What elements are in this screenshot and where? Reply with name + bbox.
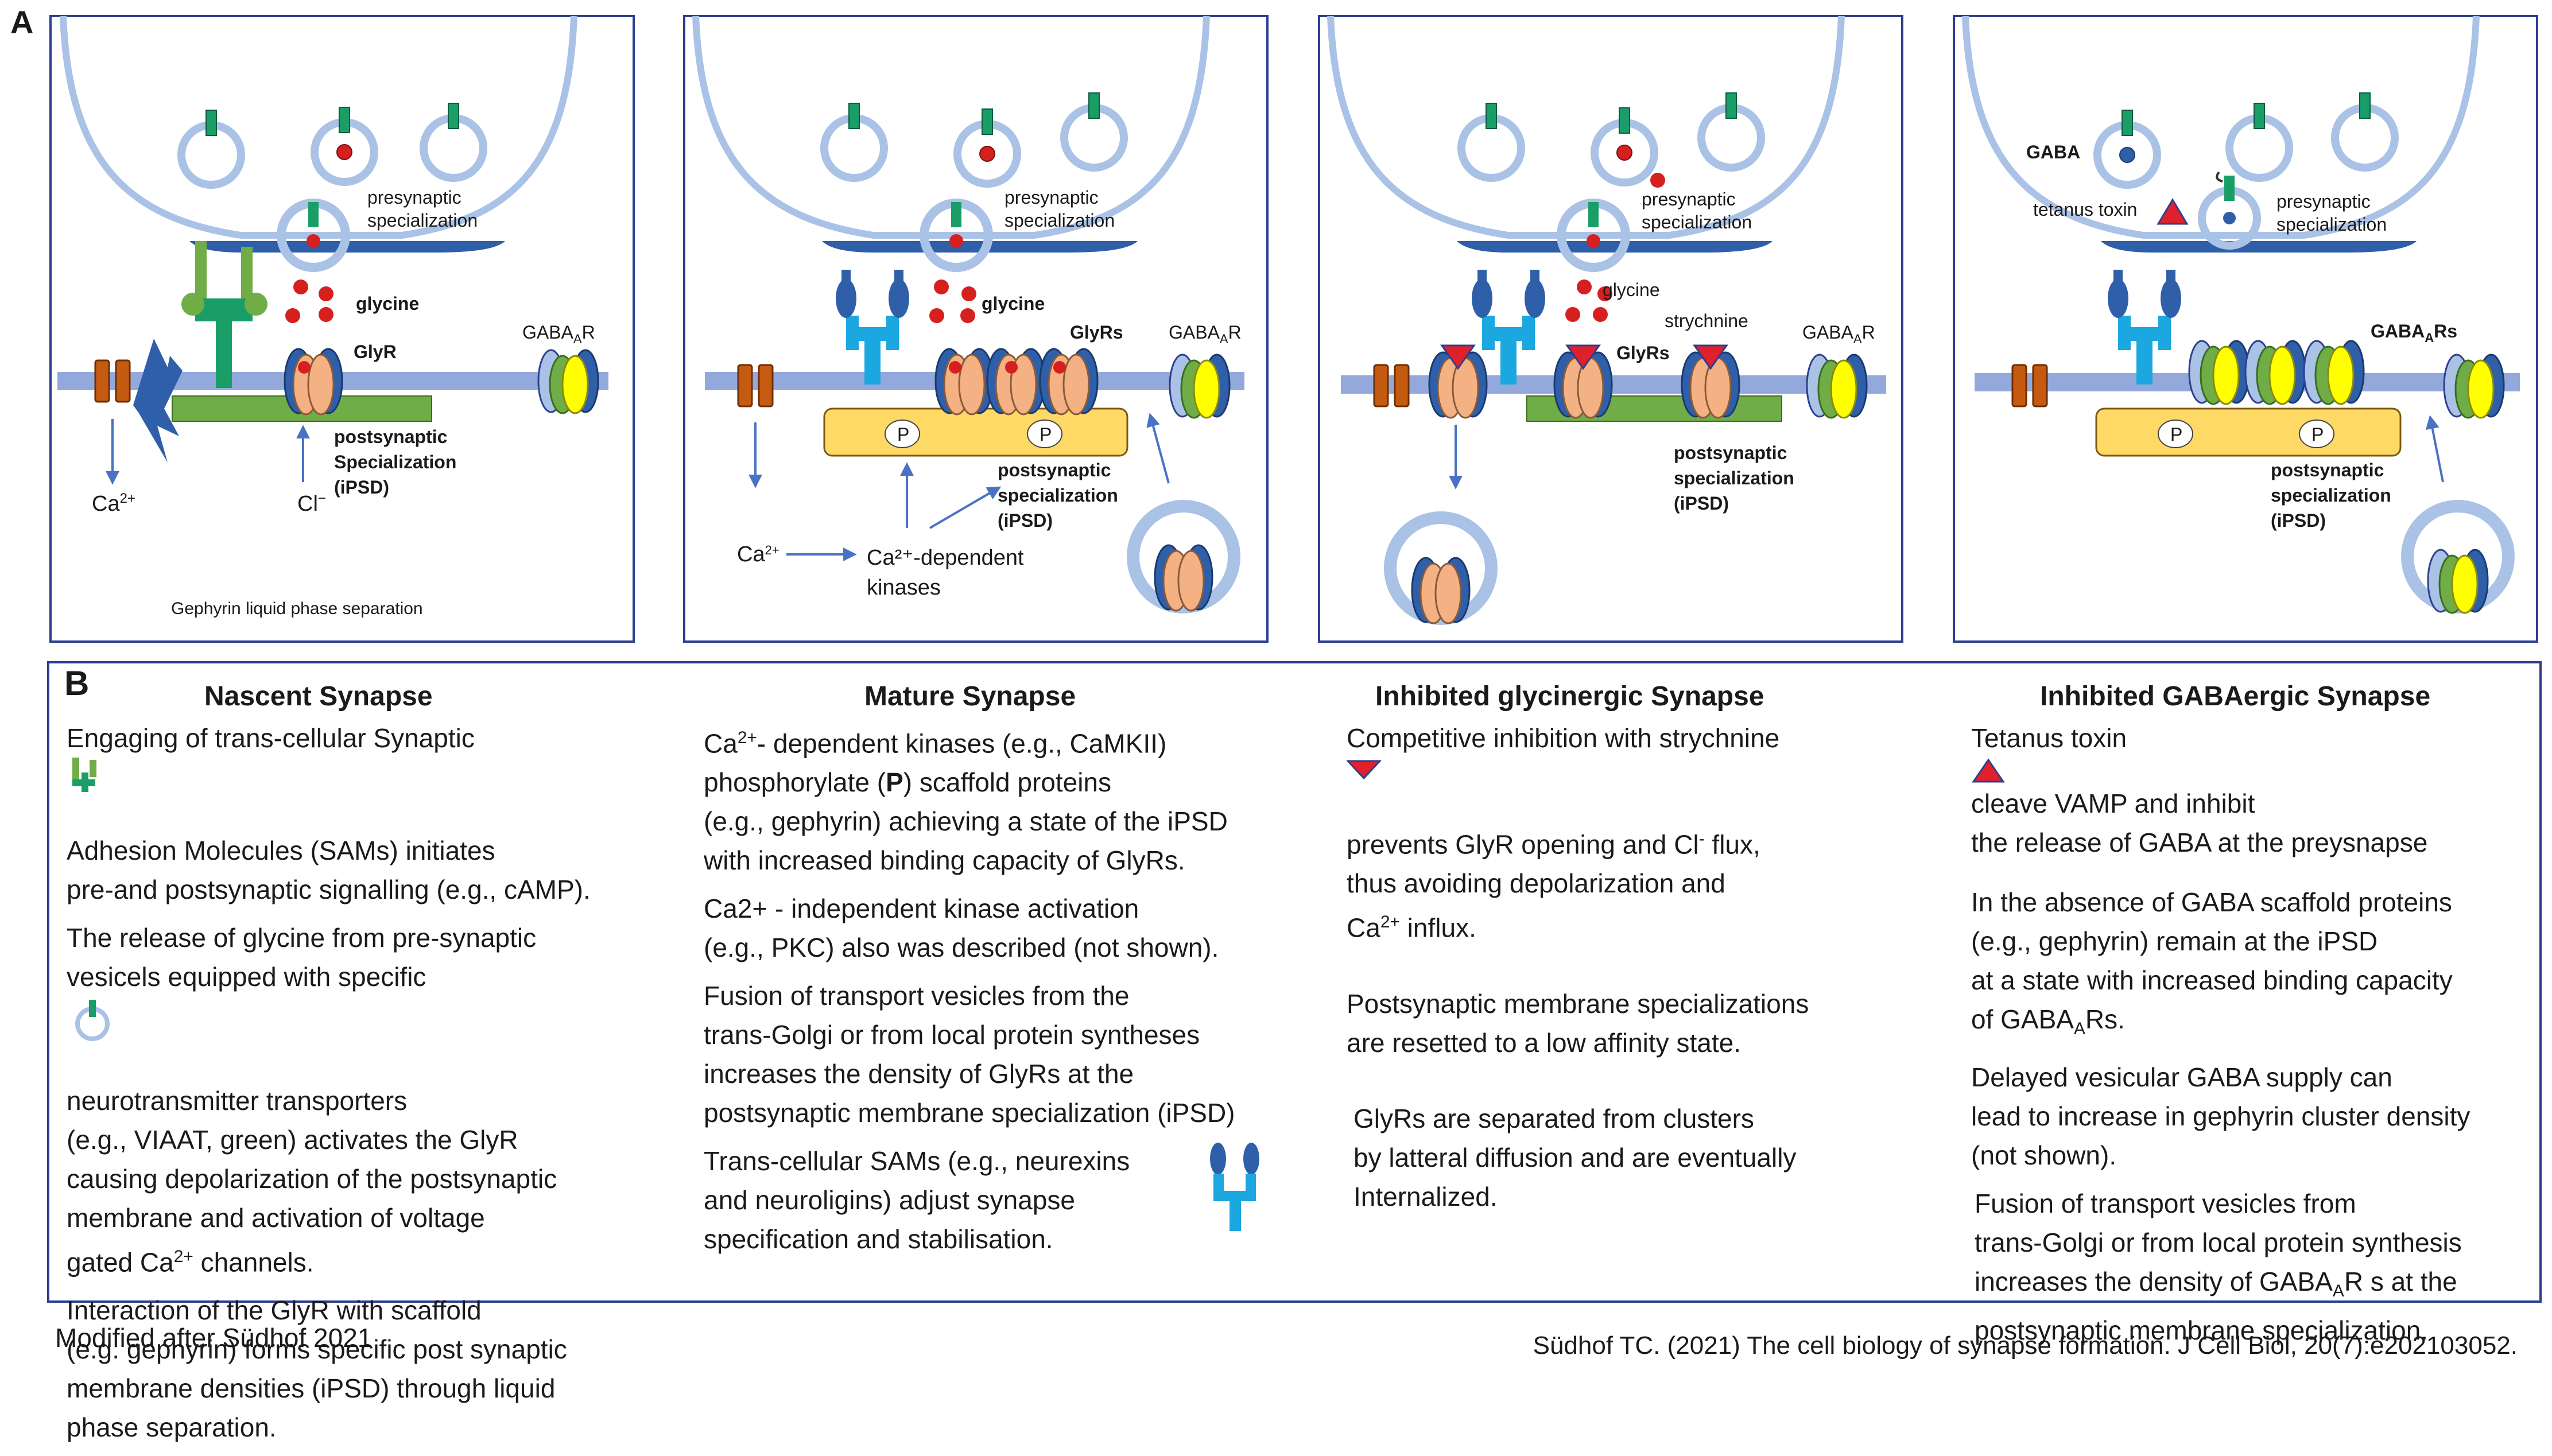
postsynaptic-label-p4b: specialization xyxy=(2271,485,2391,506)
mature-para-1: Ca2+- dependent kinases (e.g., CaMKII) p… xyxy=(704,728,1228,876)
panel-mature-synapse: P P glycine GlyRs presynaptic specializa… xyxy=(683,15,1269,643)
phospho-badge-p4: P xyxy=(2170,424,2182,445)
phospho-badge: P xyxy=(897,424,909,445)
mature-para-3: Fusion of transport vesicles from the tr… xyxy=(704,981,1235,1128)
sam-green xyxy=(181,241,267,388)
postsynaptic-label-p2c: (iPSD) xyxy=(998,510,1053,531)
gabaar-label-2: GABAAR xyxy=(1169,322,1242,346)
panel-inhibited-gabaergic: P P GABA tetanus toxin presynaptic speci… xyxy=(1953,15,2538,643)
column-glycinergic: Inhibited glycinergic Synapse Competitiv… xyxy=(1347,663,1961,1225)
postsynaptic-label-p4: postsynaptic xyxy=(2271,460,2384,480)
postsynaptic-label-3: (iPSD) xyxy=(334,477,389,498)
glycine-label: glycine xyxy=(356,293,419,314)
postsynaptic-label-p2b: specialization xyxy=(998,485,1118,506)
heading-mature: Mature Synapse xyxy=(864,681,1076,712)
column-mature: Mature Synapse Ca2+- dependent kinases (… xyxy=(704,663,1347,1268)
mature-para-2: Ca2+ - independent kinase activation (e.… xyxy=(704,894,1219,963)
calcium-label-2: Ca2+ xyxy=(737,542,779,566)
vesicle-icon xyxy=(75,1000,110,1041)
kinases-label: Ca²⁺-dependent xyxy=(867,546,1024,570)
glyrs-label-3: GlyRs xyxy=(1616,343,1669,363)
postsynaptic-label-p3: postsynaptic xyxy=(1674,442,1787,463)
gabaergic-para-4: Fusion of transport vesicles from trans-… xyxy=(1975,1189,2462,1346)
heading-glycinergic: Inhibited glycinergic Synapse xyxy=(1375,681,1764,712)
column-gabaergic: Inhibited GABAergic Synapse Tetanus toxi… xyxy=(1971,663,2539,1359)
presynaptic-label-p2b: specialization xyxy=(1004,210,1115,231)
gephyrin-caption: Gephyrin liquid phase separation xyxy=(171,599,423,618)
postsynaptic-label: postsynaptic xyxy=(334,426,447,447)
kinases-label-2: kinases xyxy=(867,576,941,600)
postsynaptic-label-p3b: specialization xyxy=(1674,468,1794,488)
presynaptic-label: presynaptic xyxy=(367,187,461,208)
postsynaptic-label-p3c: (iPSD) xyxy=(1674,493,1729,514)
phospho-badge-p4b: P xyxy=(2311,424,2324,445)
phospho-badge-2: P xyxy=(1040,424,1052,445)
calcium-label: Ca2+ xyxy=(92,491,135,516)
strychnine-icon xyxy=(1347,760,1381,780)
glycine-label-2: glycine xyxy=(982,293,1045,314)
panel-b-label: B xyxy=(64,664,90,702)
mature-para-4: Trans-cellular SAMs (e.g., neurexins and… xyxy=(704,1141,1347,1259)
heading-nascent: Nascent Synapse xyxy=(204,681,433,712)
gabaergic-para-2: In the absence of GABA scaffold proteins… xyxy=(1971,887,2453,1039)
glycinergic-para-2: Postsynaptic membrane specializations ar… xyxy=(1347,988,1809,1058)
panel-inhibited-glycinergic: glycine strychnine GlyRs presynaptic spe… xyxy=(1318,15,1903,643)
gaba-label: GABA xyxy=(2026,142,2080,162)
nascent-para-2: The release of glycine from pre-synaptic… xyxy=(67,923,557,1278)
gabaergic-para-1: Tetanus toxin cleave VAMP and inhibit th… xyxy=(1971,723,2428,857)
presynaptic-label-p3: presynaptic xyxy=(1642,189,1736,209)
glyr-label: GlyR xyxy=(354,341,397,362)
footer-citation: Südhof TC. (2021) The cell biology of sy… xyxy=(1533,1331,2518,1360)
presynaptic-label-p2: presynaptic xyxy=(1004,187,1099,208)
nascent-para-1: Engaging of trans-cellular Synaptic Adhe… xyxy=(67,723,591,904)
strychnine-label: strychnine xyxy=(1665,310,1748,331)
presynaptic-label-2: specialization xyxy=(367,210,478,231)
panel-a-label: A xyxy=(10,4,34,40)
gabaar-label: GABAAR xyxy=(522,322,595,346)
panel-nascent-synapse: glycine GlyR presynaptic specialization … xyxy=(49,15,635,643)
glycinergic-para-3: GlyRs are separated from clusters by lat… xyxy=(1353,1103,1797,1212)
chloride-label: Cl− xyxy=(297,491,326,516)
tetanus-label: tetanus toxin xyxy=(2033,199,2137,220)
presynaptic-label-p4b: specialization xyxy=(2276,214,2387,235)
sam-icon xyxy=(72,758,96,792)
panel-b-box: B Nascent Synapse Engaging of trans-cell… xyxy=(47,661,2542,1442)
glyrs-label: GlyRs xyxy=(1070,322,1123,343)
heading-gabaergic: Inhibited GABAergic Synapse xyxy=(2040,681,2431,712)
gabaar-label-3: GABAAR xyxy=(1802,322,1875,346)
presynaptic-label-p4: presynaptic xyxy=(2276,191,2371,212)
tetanus-toxin-icon xyxy=(1972,758,2005,783)
footer-credit: Modified after Südhof 2021 xyxy=(55,1323,373,1353)
nascent-para-3: Interaction of the GlyR with scaffold (e… xyxy=(67,1295,567,1443)
presynaptic-label-p3b: specialization xyxy=(1642,212,1752,232)
postsynaptic-label-p4c: (iPSD) xyxy=(2271,510,2326,531)
postsynaptic-label-p2: postsynaptic xyxy=(998,460,1111,480)
postsynaptic-label-2: Specialization xyxy=(334,452,456,472)
panel-a-diagram: glycine GlyR presynaptic specialization … xyxy=(49,15,2538,643)
glycinergic-para-1: Competitive inhibition with strychnine p… xyxy=(1347,723,1780,943)
gabaars-label: GABAARs xyxy=(2371,321,2457,345)
glycine-label-3: glycine xyxy=(1603,279,1660,300)
gabaergic-para-3: Delayed vesicular GABA supply can lead t… xyxy=(1971,1062,2470,1171)
sam-blue-icon xyxy=(1210,1143,1259,1232)
